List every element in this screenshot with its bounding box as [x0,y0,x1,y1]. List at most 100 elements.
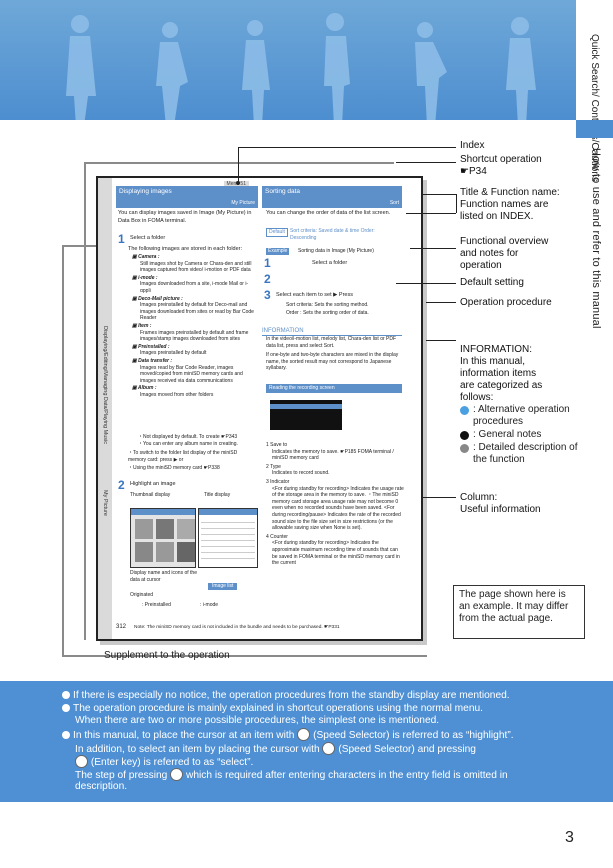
callout-info: INFORMATION: [460,344,533,355]
column-item-title: 3 Indicator [266,478,290,485]
example-text: Sorting data in Image (My Picture) [298,248,374,254]
leader-line [426,302,456,303]
page-number: 3 [565,829,574,846]
preinstalled-label: : Preinstalled [142,602,171,608]
footer-bullet-cont: In addition, to select an item by placin… [75,742,476,755]
right-title: Sorting data [265,188,301,195]
info-heading: INFORMATION [262,328,402,336]
enter-key-icon [170,768,184,781]
right-step3: Select each item to set ▶ Press [276,292,353,298]
frame-line [84,162,86,640]
callout-operation-procedure: Operation procedure [460,297,552,308]
callout-functional: operation [460,260,502,271]
display-note: Display name and icons of the data at cu… [130,570,197,583]
left-intro: You can display images saved in Image (M… [118,210,252,224]
default-tag: Default [266,228,288,237]
example-tag: Example [266,248,290,255]
info-legend-item: : General notes [460,429,580,441]
silhouettes-decoration [66,13,536,120]
side-tab-title: Quick Search/ Contents/Cautions [589,34,600,182]
column-item-desc: <For during standby for recording> Indic… [272,485,404,532]
enter-key-icon [75,755,88,768]
left-title-bar: Displaying images My Picture [116,186,258,208]
callout-column: Column: [460,492,498,503]
callout-info: follows: [460,392,494,403]
default-text: Sort criteria: Saved date & time Order: … [290,228,375,241]
step2-label: Highlight an image [130,481,176,487]
folder-name: ▣ Preinstalled : [132,343,170,350]
folder-desc: Frames images preinstalled by default an… [140,329,249,343]
right-title-bar: Sorting data Sort [262,186,402,208]
column-item-desc: Indicates to record sound. [272,470,330,477]
leader-dot [236,181,240,185]
leader-line [456,194,457,213]
speed-selector-icon [297,728,311,741]
mini-note: ・Using the miniSD memory card ☛P338 [128,465,220,471]
footer-bullet-cont: description. [75,781,128,792]
callout-title-fn: Function names are [460,199,549,210]
folder-name: ▣ Album : [132,385,157,392]
recording-screen [270,400,342,430]
folder-item: ▣ Camera :Still images shot by Camera or… [132,254,256,274]
footer-notes [0,681,613,802]
right-step1: Select a folder [312,260,348,266]
frame-line [62,655,427,657]
callout-shortcut-ref: ☛P34 [460,166,487,177]
note-box: The page shown here is an example. It ma… [453,585,585,639]
right-intro: You can change the order of data of the … [266,210,391,216]
side-tab[interactable] [576,0,613,120]
side-tab-marker [576,120,613,138]
info-item: If one-byte and two-byte characters are … [266,352,399,372]
callout-column: Useful information [460,504,541,515]
page-sidebar [98,178,112,639]
leader-line [396,283,456,284]
switch-note: ・To switch to the folder list display of… [128,450,238,463]
leader-line [410,248,423,249]
footer-bullet-cont: When there are two or more possible proc… [75,715,440,726]
step-number: 1 [264,256,271,270]
page-section-sub: My Picture [102,490,108,516]
folder-item: ▣ i-mode :Images downloaded from a site,… [132,275,256,295]
frame-line [62,245,96,247]
step-number: 1 [118,232,125,246]
callout-index: Index [460,140,485,151]
footer-bullet-cont: The step of pressing which is required a… [75,768,508,781]
folder-item: ▣ Deco-Mail picture :Images preinstalled… [132,296,256,322]
column-item: 3 Indicator<For during standby for recor… [266,479,404,532]
folder-item: ▣ Preinstalled :Images preinstalled by d… [132,344,256,357]
folder-name: ▣ Camera : [132,254,160,260]
step1-label: Select a folder [130,235,166,241]
callout-default-setting: Default setting [460,277,524,288]
step-number: 3 [264,288,271,302]
example-page: Displaying/Editing/Managing Data/Playing… [96,176,423,641]
column-item-title: 4 Counter [266,533,288,540]
thumb-label: Thumbnail display [130,492,171,498]
folder-name: ▣ Item : [132,322,152,329]
folder-desc: Images downloaded from a site, i-mode Ma… [140,281,249,294]
callout-info: information items [460,368,537,379]
folder-desc: Images read by Bar Code Reader, images m… [140,364,243,384]
album-note: ・You can enter any album name in creatin… [138,441,238,447]
thumbnail-screen [130,508,196,568]
frame-line [84,162,394,164]
column-item-title: 1 Save to [266,442,288,448]
info-legend: : Alternative operation procedures : Gene… [460,404,580,467]
imode-label: : i-mode [200,602,219,608]
folder-desc: Images preinstalled by default [140,350,207,357]
leader-line [426,340,456,341]
info-legend-text: : Alternative operation procedures [473,404,570,427]
header-banner [0,0,576,120]
folder-desc: Still images shot by Camera or Chara-den… [140,260,252,274]
sort-criteria: Sort criteria: Sets the sorting method. [286,302,369,308]
callout-supplement: Supplement to the operation [104,650,230,661]
leader-line [238,147,456,148]
callout-title-fn: Title & Function name: [460,187,560,198]
folder-name: ▣ Data transfer : [132,357,173,364]
info-legend-text: : Detailed description of the function [473,442,578,465]
leader-line [423,194,456,195]
info-item: In the video/i-motion list, melody list,… [266,336,397,349]
left-subtitle: My Picture [231,200,255,206]
